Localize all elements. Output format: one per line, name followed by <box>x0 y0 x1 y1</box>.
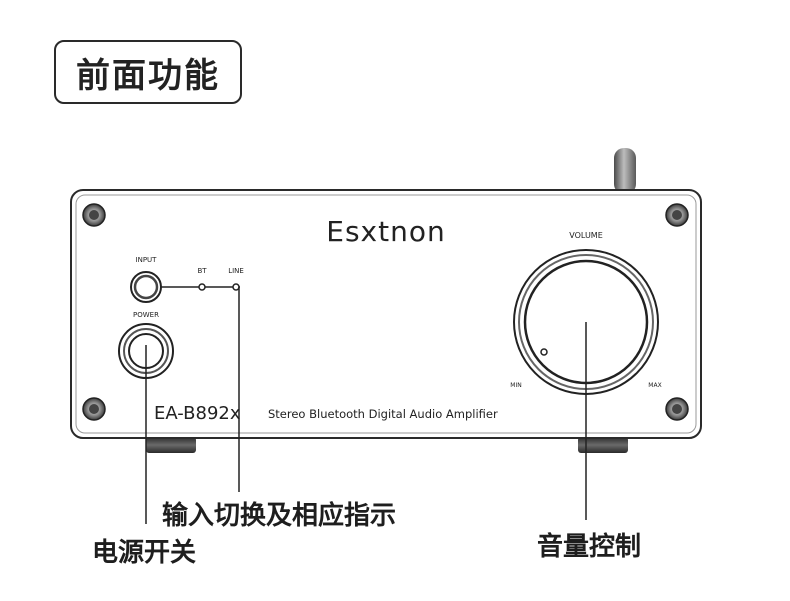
product-description: Stereo Bluetooth Digital Audio Amplifier <box>268 407 498 421</box>
screw-bottom-left <box>82 397 106 421</box>
input-label: INPUT <box>136 256 158 264</box>
input-button[interactable] <box>130 271 162 303</box>
right-foot <box>578 437 628 453</box>
screw-top-right <box>665 203 689 227</box>
line-label: LINE <box>228 267 244 275</box>
power-switch-callout: 电源开关 <box>92 538 197 568</box>
bt-indicator <box>198 283 206 291</box>
page-title: 前面功能 <box>76 55 220 96</box>
bt-label: BT <box>197 267 207 275</box>
power-button[interactable] <box>118 323 174 379</box>
model-name: EA-B892x <box>154 403 241 424</box>
left-foot <box>146 437 196 453</box>
volume-label: VOLUME <box>569 231 603 240</box>
volume-control-callout: 音量控制 <box>537 532 642 562</box>
title-box: 前面功能 <box>54 40 242 104</box>
volume-knob-dot <box>540 348 548 356</box>
input-switch-callout: 输入切换及相应指示 <box>162 501 397 531</box>
front-panel-inner <box>75 194 697 434</box>
screw-bottom-right <box>665 397 689 421</box>
antenna <box>614 148 636 194</box>
max-label: MAX <box>648 382 661 389</box>
line-indicator <box>232 283 240 291</box>
screw-top-left <box>82 203 106 227</box>
power-label: POWER <box>133 311 159 319</box>
min-label: MIN <box>510 382 521 389</box>
brand-name: Esxtnon <box>326 215 445 248</box>
